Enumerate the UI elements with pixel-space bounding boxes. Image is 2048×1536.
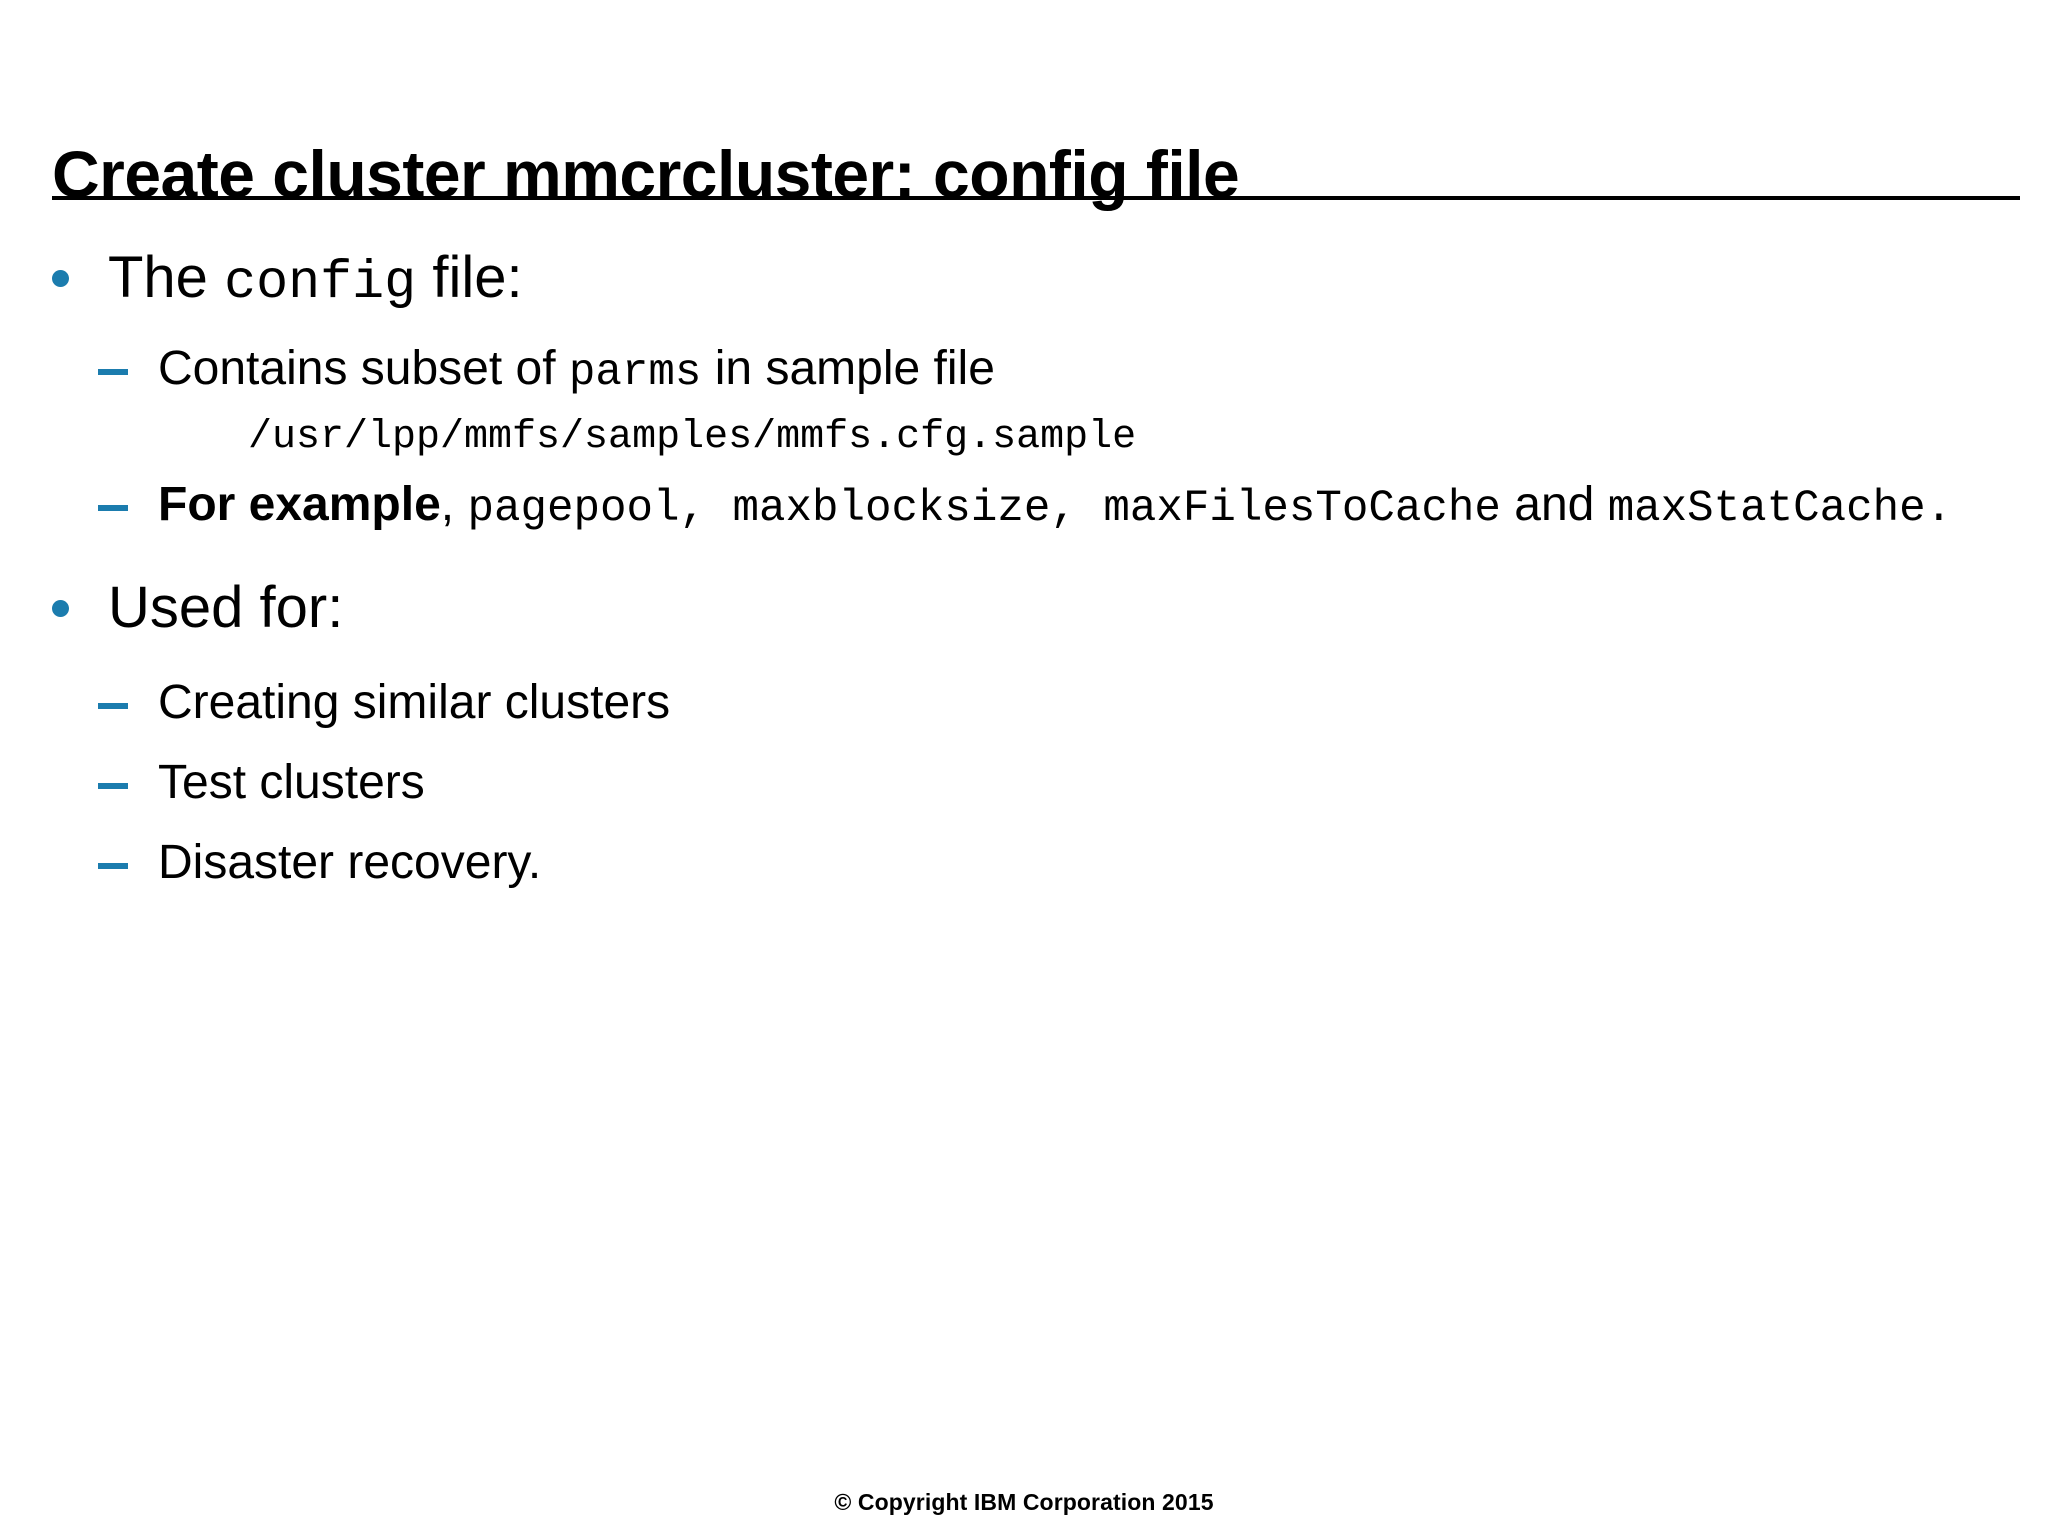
sub-bullet-text-after: in sample file	[714, 341, 995, 395]
sub-bullet-disaster-recovery: Disaster recovery.	[0, 834, 2048, 892]
bullet-the-config-file: The config file:	[0, 244, 2048, 316]
spacer	[0, 816, 2048, 834]
sub-bullet-text-before: Contains subset of	[158, 341, 556, 395]
inline-code-config: config	[224, 254, 417, 314]
sub-bullet-label: Disaster recovery.	[158, 835, 542, 889]
sub-bullet-for-example: For example, pagepool, maxblocksize, max…	[0, 476, 2048, 536]
spacer	[0, 736, 2048, 754]
for-example-comma: ,	[440, 477, 455, 531]
spacer	[0, 322, 2048, 340]
bullet-text-before: The	[108, 245, 208, 310]
sub-bullet-test-clusters: Test clusters	[0, 754, 2048, 812]
title-divider	[52, 196, 2020, 200]
inline-code-parm-list: pagepool, maxblocksize, maxFilesToCache	[467, 483, 1501, 534]
spacer	[0, 540, 2048, 574]
bullet-dash-icon	[98, 504, 128, 511]
copyright-footer: © Copyright IBM Corporation 2015	[834, 1489, 1214, 1515]
bullet-dot-icon	[52, 270, 69, 287]
bullet-dash-icon	[98, 703, 128, 710]
inline-code-parms: parms	[568, 347, 702, 398]
sub-bullet-contains-subset: Contains subset of parms in sample file	[0, 340, 2048, 400]
sample-file-path: /usr/lpp/mmfs/samples/mmfs.cfg.sample	[248, 414, 1137, 460]
bullet-dash-icon	[98, 862, 128, 869]
inline-code-maxstatcache: maxStatCache.	[1607, 483, 1953, 534]
bullet-dot-icon	[52, 599, 69, 617]
bullet-text-after: file:	[432, 245, 523, 310]
bullet-dash-icon	[98, 368, 128, 375]
bullet-used-for: Used for:	[0, 574, 2048, 642]
sub-bullet-creating-similar-clusters: Creating similar clusters	[0, 674, 2048, 732]
for-example-and: and	[1514, 477, 1595, 531]
bullet-dash-icon	[98, 782, 128, 789]
spacer	[0, 648, 2048, 674]
sub-bullet-label: Creating similar clusters	[158, 676, 671, 730]
slide-body: The config file: Contains subset of parm…	[0, 244, 2048, 895]
for-example-lead: For example	[158, 477, 441, 531]
sub-bullet-label: Test clusters	[158, 755, 425, 809]
code-path-line: /usr/lpp/mmfs/samples/mmfs.cfg.sample	[0, 410, 2048, 462]
bullet-used-for-label: Used for:	[108, 574, 344, 640]
